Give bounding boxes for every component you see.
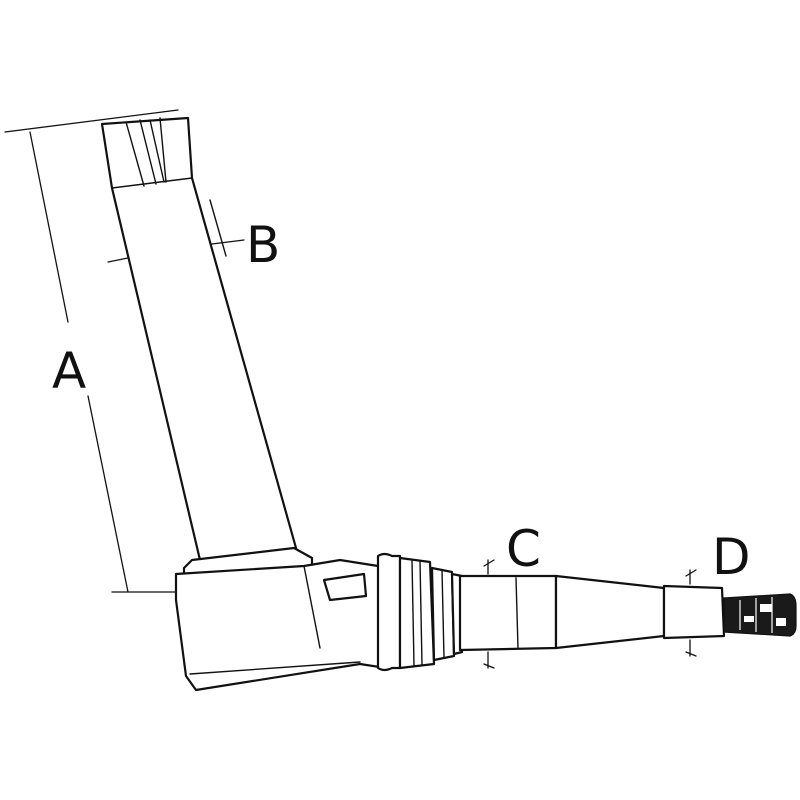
body-edge-line xyxy=(303,565,321,649)
dimension-c-top-arrow xyxy=(483,559,495,567)
body-tab-edge xyxy=(323,579,331,601)
spindle-stem xyxy=(100,116,298,562)
stem-slot-3 xyxy=(149,119,165,183)
dimension-a-upper-line xyxy=(29,131,69,323)
dimension-b-right-tick xyxy=(211,239,245,245)
body-bottom-line xyxy=(189,661,361,675)
shaft-taper xyxy=(554,574,666,650)
shaft-inner-bearing-seat xyxy=(458,574,558,652)
spindle-shaft xyxy=(458,574,797,652)
dimension-d: D xyxy=(685,528,751,657)
flange-ring-2 xyxy=(398,556,436,670)
dimension-b-label: B xyxy=(246,216,280,274)
dimension-a: A xyxy=(4,109,179,593)
stem-body xyxy=(100,116,298,562)
stem-slot-4 xyxy=(159,117,167,183)
dimension-d-top-arrow xyxy=(685,569,697,577)
flange-line-2 xyxy=(419,560,423,666)
flange-ring-1 xyxy=(376,552,402,672)
shaft-outer-bearing-seat xyxy=(662,584,726,640)
flange-line-3 xyxy=(441,569,445,659)
dimension-b: B xyxy=(107,216,280,274)
spindle-flange xyxy=(376,552,464,672)
dimension-c: C xyxy=(483,520,541,669)
dimension-c-label: C xyxy=(506,520,541,578)
stem-slot-2 xyxy=(139,119,157,185)
dimension-a-label: A xyxy=(52,342,86,400)
dimension-a-lower-line xyxy=(87,395,129,593)
spindle-body xyxy=(174,546,390,692)
stem-highlight xyxy=(209,199,227,257)
shaft-threaded-end xyxy=(723,593,797,637)
dimension-c-bottom-arrow xyxy=(483,663,495,669)
flange-line-1 xyxy=(411,559,415,667)
stem-slot-1 xyxy=(125,121,145,187)
shaft-section-line-1 xyxy=(515,577,519,649)
stem-top-band xyxy=(111,177,193,189)
thread-marks xyxy=(739,597,786,633)
dimension-a-top-extension xyxy=(4,109,179,133)
dimension-b-left-tick xyxy=(107,257,129,263)
dimension-d-label: D xyxy=(712,528,751,586)
dimension-d-bottom-arrow xyxy=(685,651,697,657)
